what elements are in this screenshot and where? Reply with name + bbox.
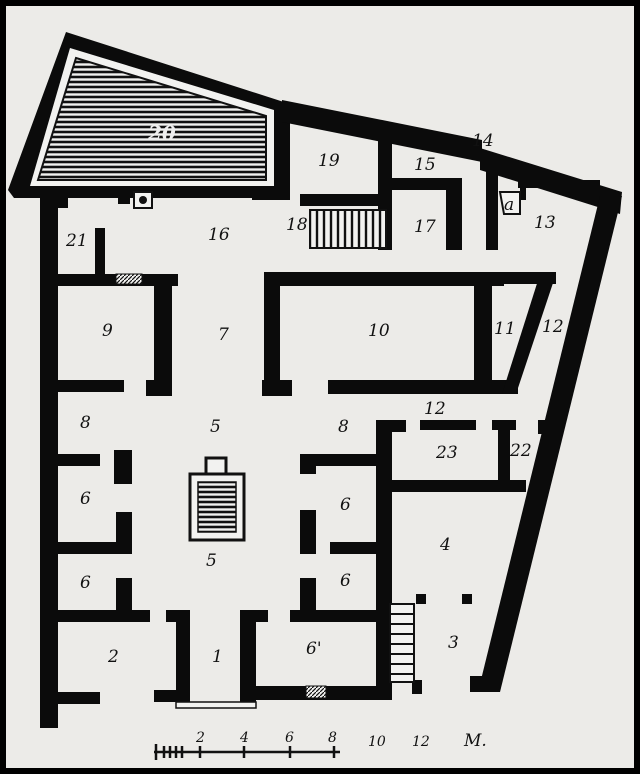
niche-a <box>498 191 521 215</box>
label-room-5-lower: 5 <box>206 551 217 571</box>
label-room-16: 16 <box>208 225 230 245</box>
scale-tick-8: 8 <box>328 730 337 746</box>
label-room-6-left-upper: 6 <box>80 489 91 509</box>
label-room-23: 23 <box>435 443 458 463</box>
label-room-1: 1 <box>212 647 223 667</box>
label-room-6-right-lower: 6 <box>340 571 351 591</box>
label-room-20: 20 <box>147 121 176 145</box>
scale-tick-2: 2 <box>195 730 205 746</box>
label-room-3: 3 <box>448 633 459 653</box>
entrance-threshold <box>175 701 257 709</box>
label-room-7: 7 <box>218 325 229 345</box>
label-room-4: 4 <box>439 535 451 555</box>
room-labels: 20 19 15 14 13 21 16 18 17 a 9 7 10 11 1… <box>65 121 564 667</box>
label-room-22: 22 <box>509 441 532 461</box>
label-room-6-right-upper: 6 <box>340 495 351 515</box>
label-room-6-prime: 6' <box>306 639 322 659</box>
label-room-2: 2 <box>107 647 119 667</box>
label-room-19: 19 <box>318 151 340 171</box>
scale-tick-6: 6 <box>285 730 294 746</box>
label-room-11: 11 <box>494 319 516 339</box>
scale-tick-4: 4 <box>239 730 249 746</box>
threshold-6prime <box>305 685 327 699</box>
pool-water <box>36 56 267 181</box>
label-room-14: 14 <box>472 131 494 151</box>
label-room-18: 18 <box>286 215 308 235</box>
label-room-9: 9 <box>102 321 113 341</box>
label-room-12-upper: 12 <box>542 317 564 337</box>
label-room-21: 21 <box>65 231 88 251</box>
label-room-15: 15 <box>414 155 436 175</box>
threshold-9 <box>115 273 143 285</box>
label-room-8-left: 8 <box>80 413 91 433</box>
label-room-10: 10 <box>368 321 390 341</box>
label-room-17: 17 <box>414 217 436 237</box>
label-niche-a: a <box>504 195 514 215</box>
label-room-5-upper: 5 <box>210 417 221 437</box>
stairs-18 <box>309 209 387 249</box>
scale-tick-10: 10 <box>368 734 386 750</box>
label-room-6-left-lower: 6 <box>80 573 91 593</box>
cistern-mouth <box>204 456 228 476</box>
label-room-8-right: 8 <box>338 417 349 437</box>
label-room-12-lower: 12 <box>424 399 446 419</box>
label-room-13: 13 <box>534 213 556 233</box>
scale-bar: 2 4 6 8 10 12 M. <box>154 730 487 760</box>
scale-unit: M. <box>463 731 487 751</box>
scale-tick-12: 12 <box>412 734 430 750</box>
